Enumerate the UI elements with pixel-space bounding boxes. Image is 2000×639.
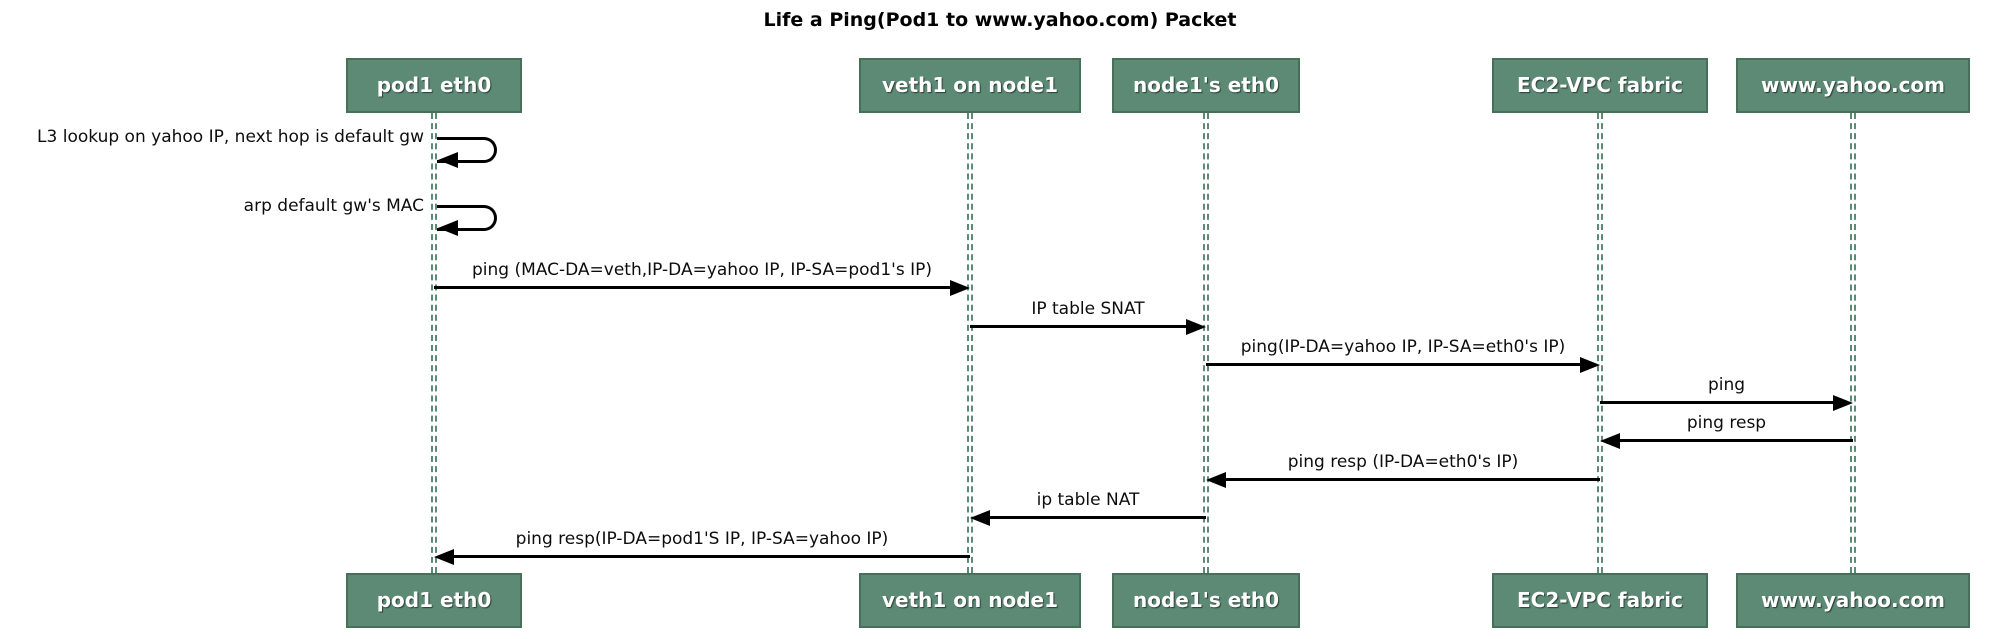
participant-top-ec2-vpc-fabric: EC2-VPC fabric (1492, 58, 1708, 113)
arrowhead-left-icon (434, 549, 454, 565)
arrowhead-right-icon (1186, 319, 1206, 335)
lifeline-node1s-eth0 (1203, 113, 1209, 573)
arrowhead-left-icon (1206, 472, 1226, 488)
message-label: IP table SNAT (1031, 299, 1145, 319)
message-arrow-line (452, 555, 970, 558)
message-label: ip table NAT (1036, 490, 1140, 510)
diagram-title: Life a Ping(Pod1 to www.yahoo.com) Packe… (763, 9, 1237, 31)
arrowhead-left-icon (1600, 433, 1620, 449)
message-label: L3 lookup on yahoo IP, next hop is defau… (37, 127, 424, 147)
participant-bottom-pod1-eth0: pod1 eth0 (346, 573, 522, 628)
message-arrow-line (1600, 401, 1835, 404)
participant-bottom-www-yahoo-com: www.yahoo.com (1736, 573, 1970, 628)
participant-bottom-ec2-vpc-fabric: EC2-VPC fabric (1492, 573, 1708, 628)
message-label: ping resp(IP-DA=pod1'S IP, IP-SA=yahoo I… (515, 529, 889, 549)
message-arrow-line (1618, 439, 1853, 442)
participant-top-pod1-eth0: pod1 eth0 (346, 58, 522, 113)
lifeline-ec2-vpc-fabric (1597, 113, 1603, 573)
lifeline-veth1-on-node1 (967, 113, 973, 573)
message-arrow-line (1206, 363, 1582, 366)
arrowhead-left-icon (438, 152, 458, 168)
participant-bottom-node1s-eth0: node1's eth0 (1112, 573, 1300, 628)
arrowhead-right-icon (1580, 357, 1600, 373)
lifeline-pod1-eth0 (431, 113, 437, 573)
participant-top-node1s-eth0: node1's eth0 (1112, 58, 1300, 113)
lifeline-www-yahoo-com (1850, 113, 1856, 573)
message-label: ping resp (IP-DA=eth0's IP) (1287, 452, 1519, 472)
arrowhead-left-icon (438, 220, 458, 236)
arrowhead-right-icon (950, 280, 970, 296)
participant-top-veth1-on-node1: veth1 on node1 (859, 58, 1081, 113)
message-label: ping (1707, 375, 1746, 395)
arrowhead-right-icon (1833, 395, 1853, 411)
message-label: ping resp (1686, 413, 1767, 433)
arrowhead-left-icon (970, 510, 990, 526)
message-arrow-line (434, 286, 952, 289)
message-label: ping(IP-DA=yahoo IP, IP-SA=eth0's IP) (1240, 337, 1566, 357)
message-arrow-line (970, 325, 1188, 328)
participant-bottom-veth1-on-node1: veth1 on node1 (859, 573, 1081, 628)
participant-top-www-yahoo-com: www.yahoo.com (1736, 58, 1970, 113)
message-arrow-line (1224, 478, 1600, 481)
message-label: ping (MAC-DA=veth,IP-DA=yahoo IP, IP-SA=… (471, 260, 932, 280)
self-message-arrow (437, 205, 497, 231)
self-message-arrow (437, 137, 497, 163)
message-label: arp default gw's MAC (243, 196, 424, 216)
message-arrow-line (988, 516, 1206, 519)
